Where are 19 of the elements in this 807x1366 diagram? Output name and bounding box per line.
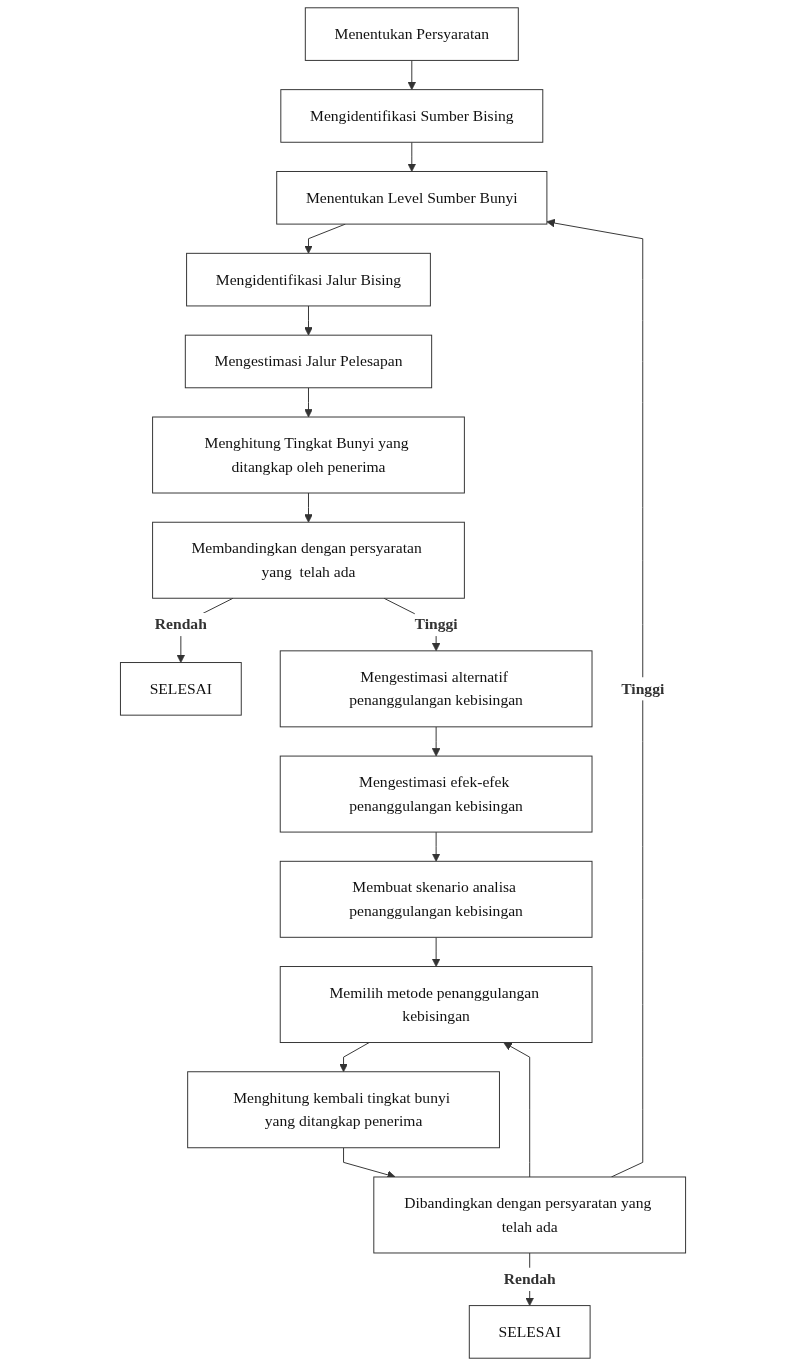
node-box: Membandingkan dengan persyaratan yang telah ada — [152, 521, 466, 599]
edge-label: Rendah — [155, 615, 208, 633]
node-box: Mengestimasi efek-efek penanggulangan kebisingan — [280, 755, 593, 833]
node-box: Memilih metode penanggulangan kebisingan — [280, 966, 593, 1043]
node-box: Mengestimasi Jalur Pelesapan — [185, 334, 433, 389]
edge-label: Tinggi — [415, 615, 459, 633]
node-box: Menentukan Persyaratan — [305, 7, 520, 61]
node-box: Mengidentifikasi Sumber Bising — [280, 89, 544, 143]
node-box: Menghitung kembali tingkat bunyi yang ditangkap penerima — [187, 1071, 501, 1149]
node-box: Mengestimasi alternatif penanggulangan kebisingan — [280, 650, 593, 728]
node-box: Membuat skenario analisa penanggulangan kebisingan — [280, 860, 593, 938]
node-box: Menentukan Level Sumber Bunyi — [276, 171, 548, 225]
node-box: Mengidentifikasi Jalur Bising — [186, 252, 432, 307]
node-box: Menghitung Tingkat Bunyi yang ditangkap oleh penerima — [152, 416, 466, 494]
node-box: SELESAI — [469, 1305, 592, 1359]
edge-label: Tinggi — [621, 680, 665, 697]
edge-label: Rendah — [504, 1270, 557, 1288]
node-box: SELESAI — [120, 662, 243, 716]
node-box: Dibandingkan dengan persyaratan yang telah ada — [373, 1176, 687, 1254]
